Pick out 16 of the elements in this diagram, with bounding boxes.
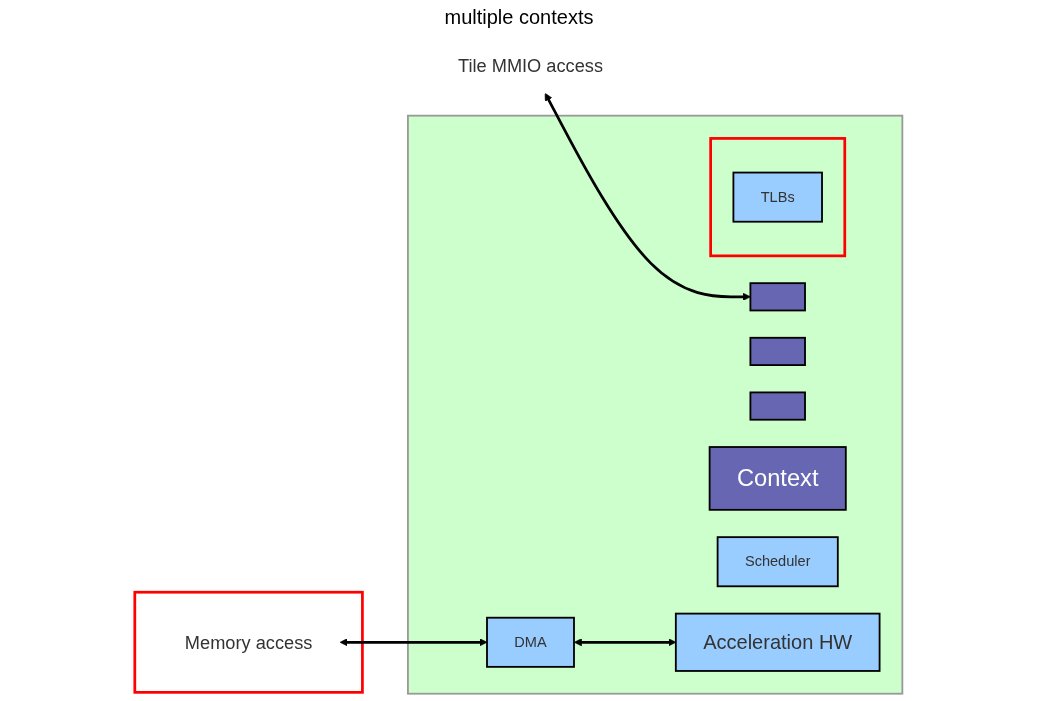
node-box: DMA [486, 616, 576, 668]
node-box [749, 282, 807, 312]
cluster [133, 590, 365, 694]
node-box: TLBs [732, 171, 824, 223]
arrow [340, 638, 488, 647]
stack-caption: multiple contexts [444, 6, 594, 28]
arrow [574, 638, 677, 647]
node-text: Tile MMIO access [458, 55, 604, 76]
node-box [749, 336, 807, 366]
cluster [709, 137, 847, 258]
node-text: Memory access [185, 632, 313, 653]
node-box [749, 391, 807, 421]
node-box: Acceleration HW [675, 612, 881, 672]
node-box: Context [709, 446, 848, 511]
node-box: Scheduler [717, 536, 840, 588]
cluster [407, 114, 904, 695]
